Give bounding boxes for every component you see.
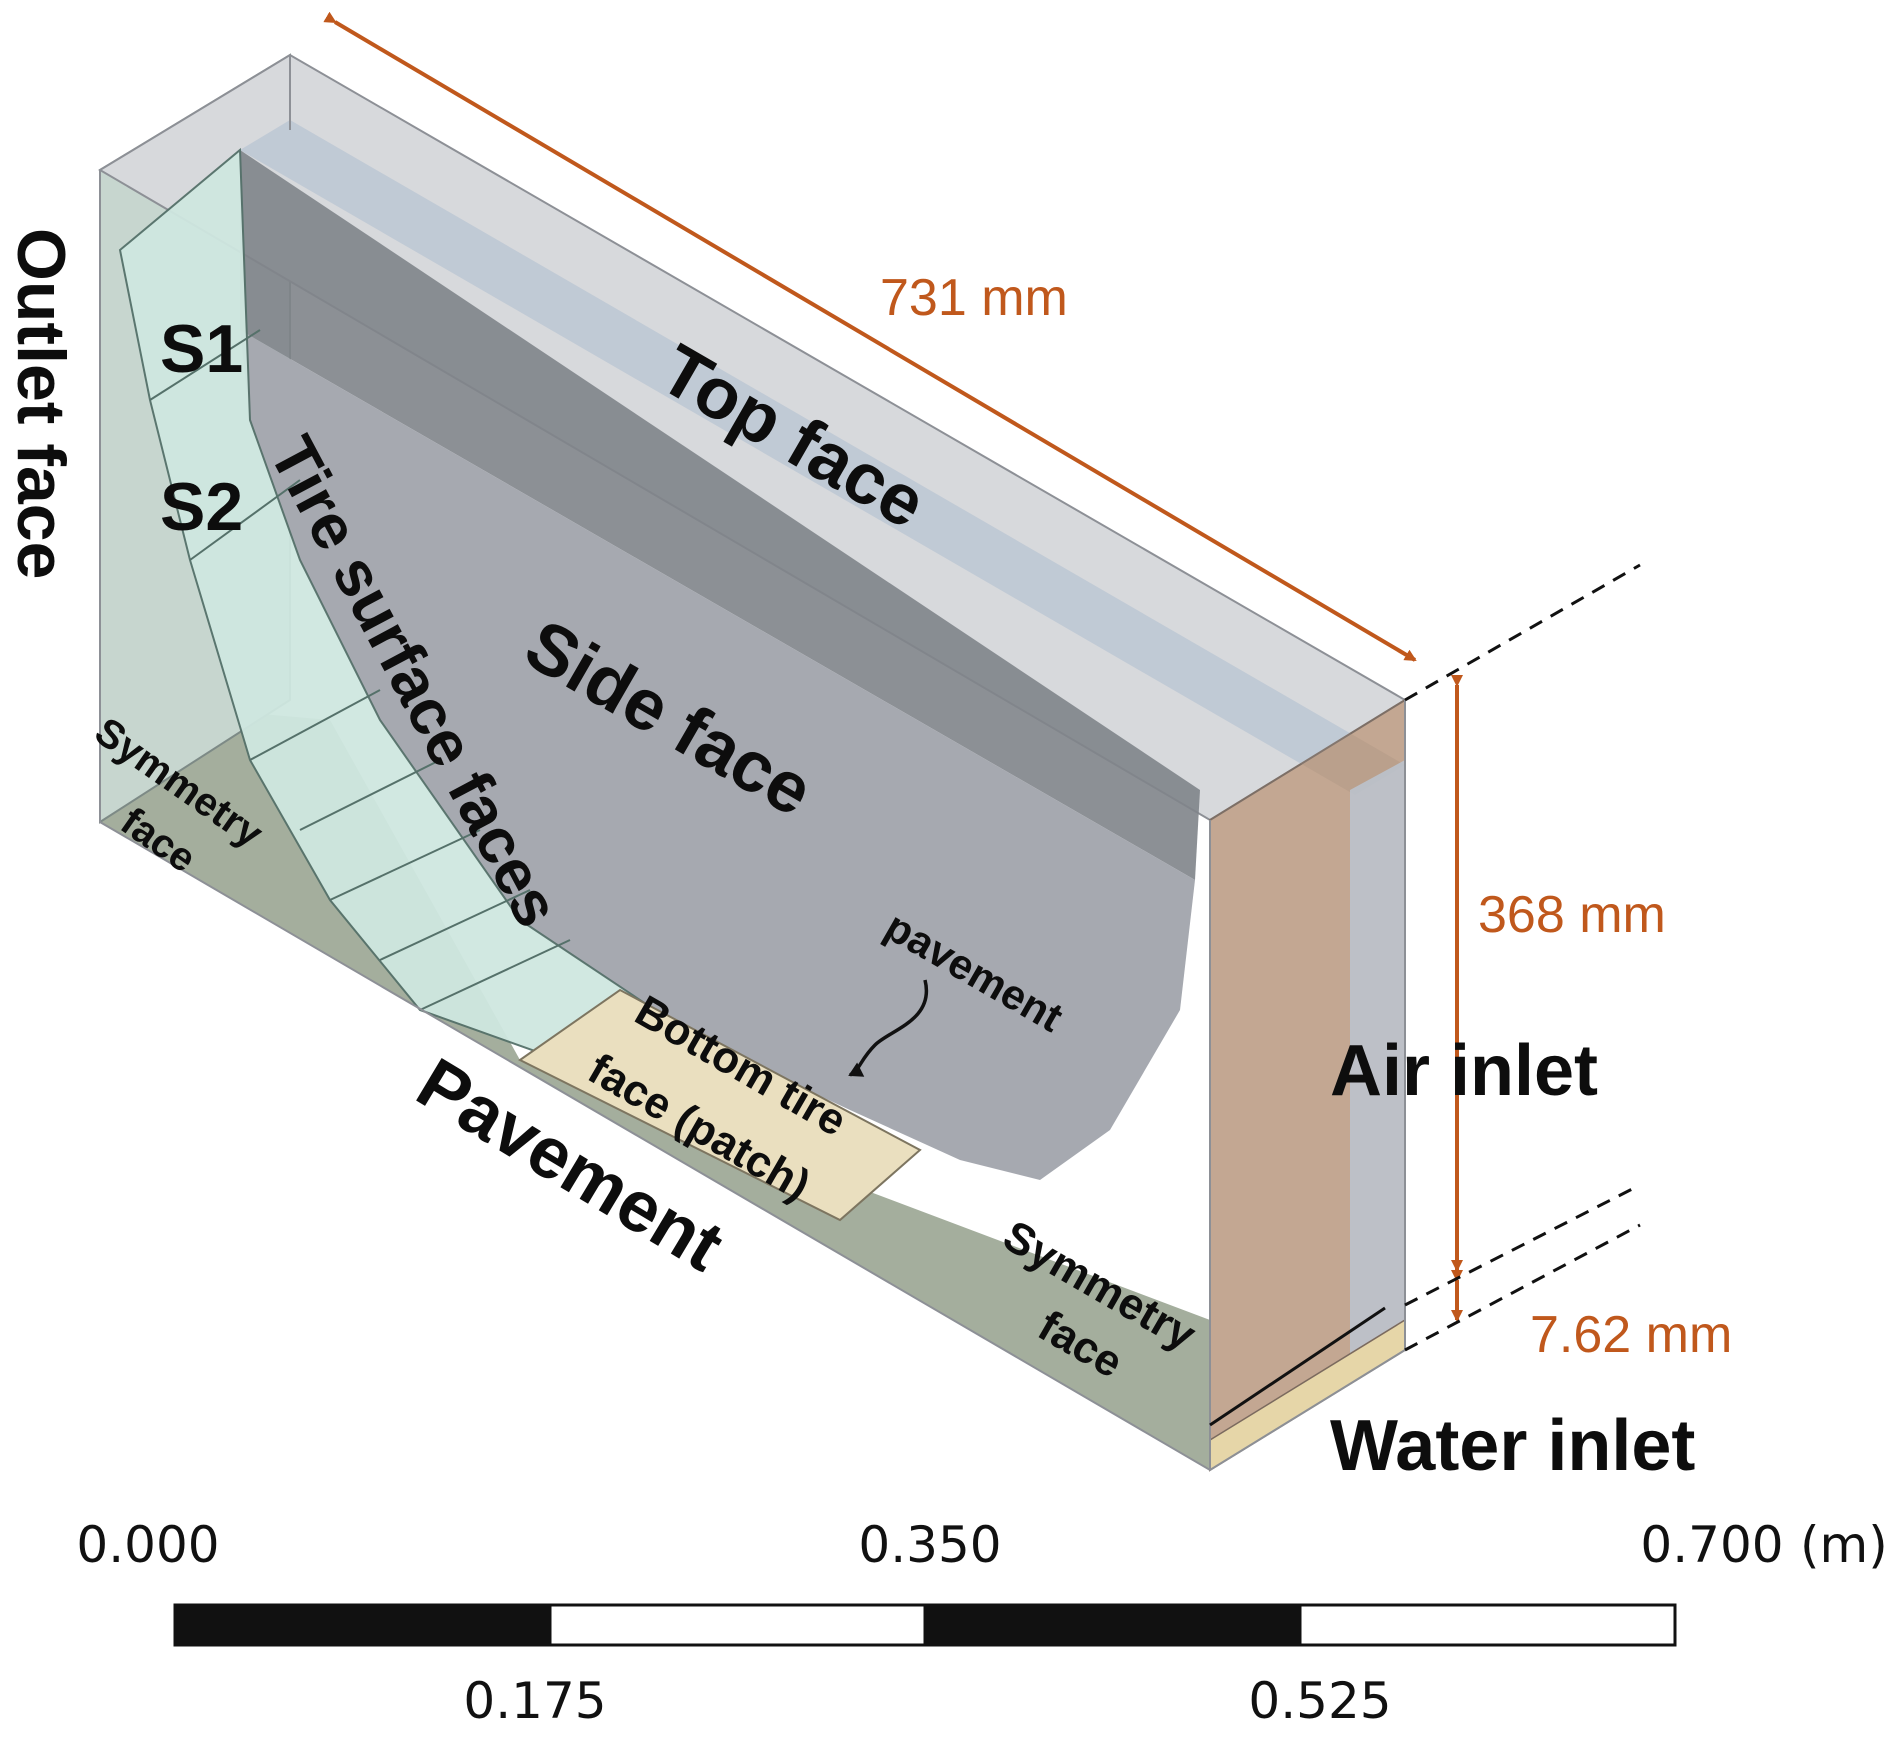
- s2-label: S2: [160, 469, 243, 545]
- scale-unit: (m): [1800, 1516, 1886, 1574]
- s1-label: S1: [160, 311, 243, 387]
- water-inlet-leader: [1209, 1306, 1386, 1427]
- bottom-tire-patch: [518, 988, 922, 1222]
- water-depth-dimension-label: 7.62 mm: [1530, 1306, 1732, 1364]
- dimension-annotations: 731 mm 368 mm 7.62 mm: [323, 11, 1732, 1427]
- length-dimension-label: 731 mm: [880, 269, 1068, 327]
- scale-bar-segment-1: [173, 1603, 552, 1647]
- scale-bar: 0.000 0.350 0.700 (m) 0.175 0.525: [76, 1516, 1886, 1730]
- scale-bar-segment-4: [1298, 1603, 1677, 1647]
- pavement-arrow: [848, 979, 929, 1077]
- tire-segment-lines: [149, 329, 571, 1011]
- air-inlet-label: Air inlet: [1330, 1031, 1598, 1111]
- scale-tick-525: 0.525: [1248, 1672, 1391, 1730]
- scale-tick-0: 0.000: [76, 1516, 219, 1574]
- height-dimension-label: 368 mm: [1478, 886, 1666, 944]
- scale-tick-175: 0.175: [463, 1672, 606, 1730]
- box-edges: [99, 55, 1406, 1472]
- outlet-face-label: Outlet face: [3, 228, 79, 579]
- length-dimension-line: [323, 11, 1417, 662]
- water-inlet-label: Water inlet: [1330, 1406, 1695, 1486]
- scale-tick-350: 0.350: [858, 1516, 1001, 1574]
- scale-bar-segment-3: [923, 1603, 1302, 1647]
- dashed-extension-lines: [1404, 563, 1641, 1352]
- air-inlet-face-edge: [1350, 760, 1405, 1380]
- scale-bar-segment-2: [548, 1603, 927, 1647]
- scale-tick-700: 0.700: [1640, 1516, 1783, 1574]
